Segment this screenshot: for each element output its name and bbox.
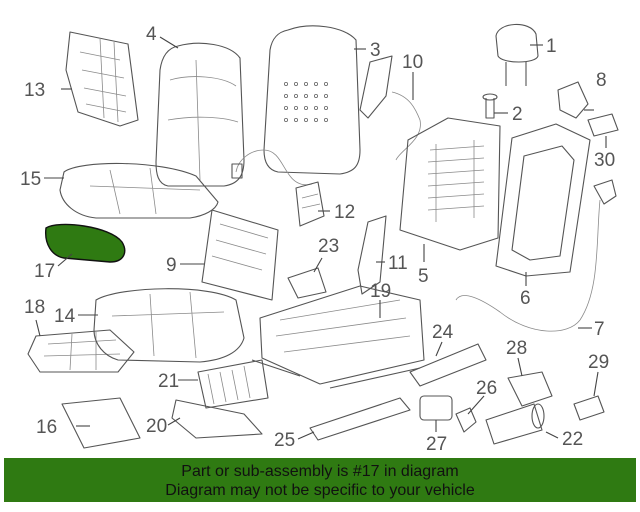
part-10-side-airbag — [359, 55, 421, 161]
part-11-side-bracket — [357, 215, 387, 295]
wire-connector — [231, 163, 243, 179]
parts-diagram: 1 2 3 4 5 6 7 8 9 10 11 12 13 14 15 16 1… — [20, 23, 619, 455]
part-15-seat-cover — [59, 162, 219, 219]
callout-11: 11 — [388, 253, 408, 274]
callout-labels: 1 2 3 4 5 6 7 8 9 10 11 12 13 14 15 16 1… — [20, 24, 615, 455]
callout-27: 27 — [426, 434, 447, 455]
callout-4: 4 — [146, 24, 157, 45]
callout-16: 16 — [36, 417, 57, 438]
part-18-wire-mat — [27, 329, 135, 373]
callout-7: 7 — [594, 319, 605, 340]
callout-14: 14 — [54, 306, 76, 327]
footer-banner: Part or sub-assembly is #17 in diagram D… — [4, 458, 636, 502]
part-1-headrest — [495, 23, 539, 86]
part-20-tray — [171, 399, 263, 439]
part-28-motor — [507, 371, 553, 407]
part-19-seat-frame — [251, 285, 425, 389]
part-7-cable-end — [593, 179, 617, 205]
callout-8: 8 — [596, 70, 607, 91]
part-14-seat-cushion — [93, 288, 245, 363]
callout-21: 21 — [158, 371, 179, 392]
part-17-highlighted — [45, 223, 126, 263]
callout-2: 2 — [512, 104, 523, 125]
part-21-ribbed-block — [197, 359, 269, 409]
callout-1: 1 — [546, 36, 557, 57]
part-23-bracket — [287, 267, 327, 299]
callout-18: 18 — [24, 297, 45, 318]
callout-19: 19 — [370, 281, 391, 302]
callout-5: 5 — [418, 266, 429, 287]
footer-line-disclaimer: Diagram may not be specific to your vehi… — [165, 482, 475, 499]
part-30-clip — [587, 113, 619, 137]
callout-24: 24 — [432, 322, 454, 343]
callout-13: 13 — [24, 80, 45, 101]
part-12-module — [295, 181, 325, 227]
part-5-backrest-frame — [399, 117, 501, 251]
part-22-cylinder-motor — [485, 403, 545, 445]
callout-6: 6 — [520, 288, 531, 309]
wire-harness — [235, 149, 313, 186]
leader-lines — [35, 36, 607, 440]
callout-23: 23 — [318, 236, 339, 257]
callout-9: 9 — [166, 255, 177, 276]
callout-28: 28 — [506, 338, 527, 359]
part-29-switch — [573, 395, 605, 421]
part-24-trim-cover — [409, 343, 487, 387]
callout-26: 26 — [476, 378, 497, 399]
part-4-backrest-cover — [155, 42, 245, 187]
part-7-cable — [455, 199, 601, 332]
part-27-switch — [419, 395, 453, 421]
part-13-back-panel — [65, 31, 139, 127]
part-3-backrest-cushion — [263, 25, 361, 175]
part-9-frame-pad — [201, 209, 279, 301]
callout-22: 22 — [562, 429, 583, 450]
callout-17: 17 — [34, 261, 55, 282]
part-2-headrest-guide — [482, 93, 498, 119]
callout-15: 15 — [20, 169, 41, 190]
footer-line-part: Part or sub-assembly is #17 in diagram — [181, 463, 459, 480]
part-25-rail — [309, 397, 411, 441]
part-17-shape — [45, 223, 126, 263]
part-16-pad — [61, 397, 141, 449]
part-6-rear-frame — [495, 123, 591, 277]
callout-12: 12 — [334, 202, 355, 223]
callout-3: 3 — [370, 40, 381, 61]
callout-20: 20 — [146, 416, 167, 437]
callout-10: 10 — [402, 52, 423, 73]
callout-29: 29 — [588, 352, 609, 373]
part-26-connector — [455, 407, 477, 433]
part-8-bracket — [557, 81, 589, 119]
callout-30: 30 — [594, 150, 615, 171]
callout-25: 25 — [274, 430, 295, 451]
